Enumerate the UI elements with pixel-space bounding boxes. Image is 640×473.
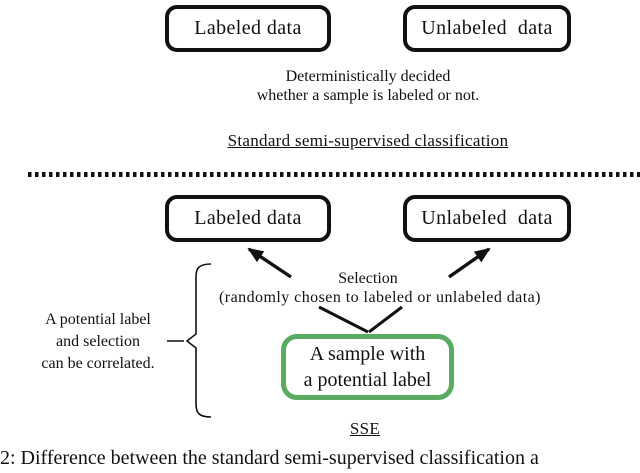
deterministic-note-line2: whether a sample is labeled or not.	[256, 87, 480, 104]
correlation-side-note-line3: can be correlated.	[41, 355, 155, 372]
line-note-to-sample-left	[318, 305, 369, 334]
figure-caption: 2: Difference between the standard semi-…	[0, 447, 539, 469]
line-note-to-sample-right	[368, 305, 403, 334]
labeled-data-box-top: Labeled data	[165, 5, 331, 52]
correlation-side-note: A potential label and selection can be c…	[22, 309, 174, 375]
unlabeled-data-label-top: Unlabeled data	[421, 17, 553, 39]
deterministic-note-line1: Deterministically decided	[285, 68, 451, 85]
unlabeled-data-box-bottom: Unlabeled data	[403, 195, 571, 242]
sample-box-line1: A sample with	[309, 343, 426, 365]
labeled-data-label-top: Labeled data	[194, 17, 302, 39]
standard-ssl-title: Standard semi-supervised classification	[227, 131, 509, 150]
selection-label: Selection	[338, 270, 398, 287]
sample-with-potential-label-box: A sample with a potential label	[281, 334, 454, 400]
sample-box-line2: a potential label	[303, 369, 432, 391]
sse-title: SSE	[349, 419, 381, 438]
labeled-data-label-bottom: Labeled data	[194, 207, 302, 229]
unlabeled-data-label-bottom: Unlabeled data	[421, 207, 553, 229]
unlabeled-data-box-top: Unlabeled data	[403, 5, 571, 52]
labeled-data-box-bottom: Labeled data	[165, 195, 331, 242]
deterministic-note: Deterministically decided whether a samp…	[165, 67, 571, 105]
dotted-divider	[28, 172, 640, 177]
selection-note: (randomly chosen to labeled or unlabeled…	[219, 289, 541, 306]
correlation-side-note-line1: A potential label	[45, 311, 151, 328]
correlation-side-note-line2: and selection	[56, 333, 140, 350]
